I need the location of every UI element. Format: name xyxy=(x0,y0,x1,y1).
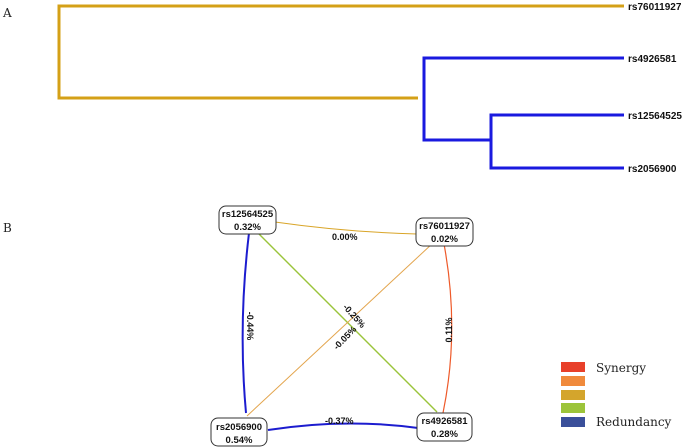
node-value: 0.28% xyxy=(431,429,458,440)
legend-swatch-redundancy xyxy=(561,417,585,427)
node-value: 0.32% xyxy=(234,222,261,233)
node-rs4926581: rs4926581 0.28% xyxy=(416,412,473,442)
edge-label: -0.05% xyxy=(331,324,358,351)
edge-label: -0.37% xyxy=(325,416,354,426)
dendrogram xyxy=(57,4,624,170)
edge-label: 0.00% xyxy=(332,232,358,242)
edge-rs76011927-rs4926581 xyxy=(442,243,453,414)
node-box xyxy=(415,217,474,247)
panel-b-letter: B xyxy=(3,221,12,235)
leaf-label: rs2056900 xyxy=(628,164,677,175)
node-name: rs12564525 xyxy=(222,209,274,220)
edge-rs12564525-rs2056900 xyxy=(241,232,250,414)
edge-rs12564525-rs76011927 xyxy=(274,221,418,235)
edge-rs2056900-rs4926581 xyxy=(267,422,419,431)
legend-label-synergy: Synergy xyxy=(596,361,646,375)
legend-swatch xyxy=(561,390,585,400)
node-value: 0.02% xyxy=(431,234,458,245)
node-name: rs4926581 xyxy=(422,416,469,427)
dendrogram-branch-root xyxy=(57,4,624,100)
node-rs12564525: rs12564525 0.32% xyxy=(218,205,277,235)
node-rs2056900: rs2056900 0.54% xyxy=(210,417,268,447)
panel-b: B 0.00% -0.44% -0.25% -0.05% 0.11% -0.37… xyxy=(3,205,474,447)
node-value: 0.54% xyxy=(226,435,253,446)
node-box xyxy=(416,412,473,442)
edge-label: -0.44% xyxy=(245,312,255,341)
edge-label: -0.25% xyxy=(341,302,368,330)
leaf-label: rs4926581 xyxy=(628,54,677,65)
leaf-label: rs76011927 xyxy=(628,2,682,13)
node-name: rs2056900 xyxy=(216,422,262,433)
node-box xyxy=(210,417,268,447)
edge-label: 0.11% xyxy=(444,317,454,342)
node-name: rs76011927 xyxy=(419,221,470,232)
edge-rs76011927-rs2056900 xyxy=(246,242,434,417)
node-box xyxy=(218,205,277,235)
legend-swatch-synergy xyxy=(561,362,585,372)
node-rs76011927: rs76011927 0.02% xyxy=(415,217,474,247)
dendrogram-branch-inner-1 xyxy=(422,56,624,142)
legend-swatch xyxy=(561,376,585,386)
panel-a: A rs76011927 rs4926581 rs12564525 rs2056… xyxy=(2,2,682,175)
panel-a-letter: A xyxy=(2,6,12,20)
leaf-label: rs12564525 xyxy=(628,111,682,122)
interaction-edges xyxy=(241,221,453,431)
legend-swatch xyxy=(561,403,585,413)
dendrogram-branch-inner-2 xyxy=(489,113,624,170)
legend-label-redundancy: Redundancy xyxy=(596,415,672,429)
legend: Synergy Redundancy xyxy=(561,361,672,429)
